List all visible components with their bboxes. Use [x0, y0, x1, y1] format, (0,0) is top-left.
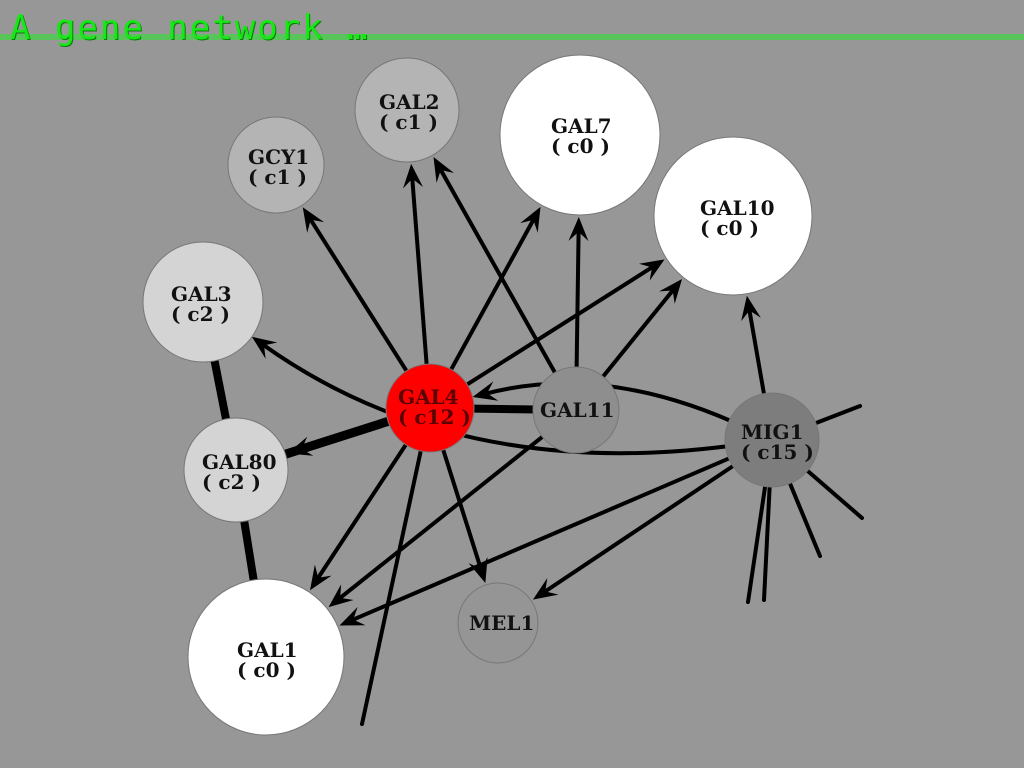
node-gcy1-cluster: ( c1 ) — [248, 165, 307, 189]
node-gal7[interactable]: GAL7( c0 ) — [499, 54, 661, 216]
node-gal1-cluster: ( c0 ) — [237, 658, 296, 682]
node-gal80-circle — [183, 417, 289, 523]
node-gal80-name: GAL80 — [202, 450, 277, 474]
edge-gal11-gal7-head — [568, 216, 589, 242]
node-gal10[interactable]: GAL10( c0 ) — [653, 136, 813, 296]
node-gal4-name: GAL4 — [398, 385, 459, 409]
node-mig1-circle — [724, 392, 820, 488]
edge-gal4-gal10 — [454, 264, 655, 394]
edge-gal11-gal2 — [438, 167, 564, 386]
node-gcy1[interactable]: GCY1( c1 ) — [227, 116, 325, 214]
node-gcy1-circle — [227, 116, 325, 214]
node-gcy1-name: GCY1 — [248, 145, 309, 169]
edge-mig1-mel1 — [542, 456, 747, 594]
edge-mig1-gal3 — [261, 342, 747, 456]
edge-gal11-gal10-head — [659, 278, 683, 304]
node-gal2-name: GAL2 — [379, 90, 440, 114]
node-gal10-name: GAL10 — [700, 196, 775, 220]
node-mig1-cluster: ( c15 ) — [741, 440, 814, 464]
edge-gal4-gal2 — [410, 175, 430, 380]
node-mel1-name: MEL1 — [469, 611, 534, 635]
edge-mig1-gal1-head — [339, 606, 366, 626]
node-gal1-circle — [187, 578, 345, 736]
node-gal1[interactable]: GAL1( c0 ) — [187, 578, 345, 736]
edge-gal11-gal1-head — [328, 584, 354, 608]
node-gal80-cluster: ( c2 ) — [202, 470, 261, 494]
edge-gal11-gal10 — [592, 287, 676, 389]
edge-gal4-gal2-head — [403, 163, 423, 189]
page-title: A gene network … — [10, 8, 370, 48]
node-mel1[interactable]: MEL1 — [457, 582, 539, 664]
edge-gal4-gal7-head — [520, 206, 541, 233]
edge-gal4-offscreen-0 — [360, 406, 432, 726]
node-gal80[interactable]: GAL80( c2 ) — [183, 417, 289, 523]
node-gal7-cluster: ( c0 ) — [551, 134, 610, 158]
edge-mig1-gal10-head — [741, 295, 761, 322]
edge-mig1-gal10 — [747, 307, 769, 410]
node-gal4[interactable]: GAL4( c12 ) — [385, 363, 475, 453]
edge-gal4-gal1-head — [310, 564, 332, 591]
edge-gal11-gal1 — [337, 426, 555, 601]
edge-gal4-gal7 — [442, 217, 536, 384]
node-gal3[interactable]: GAL3( c2 ) — [142, 241, 264, 363]
edge-gal4-gcy1 — [308, 217, 416, 384]
node-mig1[interactable]: MIG1( c15 ) — [724, 392, 820, 488]
title-rule — [0, 34, 1024, 40]
node-mel1-circle — [457, 582, 539, 664]
node-gal7-name: GAL7 — [551, 114, 612, 138]
node-gal4-circle — [385, 363, 475, 453]
node-gal3-name: GAL3 — [171, 282, 232, 306]
node-gal3-circle — [142, 241, 264, 363]
node-mig1-name: MIG1 — [741, 420, 804, 444]
node-gal11[interactable]: GAL11 — [532, 366, 620, 454]
edge-mig1-gal3-head — [251, 336, 278, 359]
node-gal1-name: GAL1 — [237, 638, 298, 662]
node-gal2-cluster: ( c1 ) — [379, 110, 438, 134]
node-gal10-circle — [653, 136, 813, 296]
node-gal11-name: GAL11 — [540, 398, 615, 422]
edge-mig1-gal4-head — [472, 381, 499, 401]
node-gal2[interactable]: GAL2( c1 ) — [354, 57, 460, 163]
node-gal11-circle — [532, 366, 620, 454]
node-gal3-cluster: ( c2 ) — [171, 302, 230, 326]
edge-mig1-mel1-head — [532, 578, 559, 600]
node-gal7-circle — [499, 54, 661, 216]
edge-gal11-gal7 — [574, 228, 581, 382]
edge-gal4-mel1-head — [468, 557, 488, 583]
edge-gal4-gal10-head — [638, 259, 665, 281]
edge-gal4-gcy1-head — [302, 207, 325, 233]
edge-mig1-gal1 — [350, 450, 744, 622]
edge-gal4-gal1 — [315, 431, 416, 581]
node-gal2-circle — [354, 57, 460, 163]
node-gal4-cluster: ( c12 ) — [398, 405, 471, 429]
edge-gal11-gal2-head — [433, 157, 454, 183]
node-gal10-cluster: ( c0 ) — [700, 216, 759, 240]
